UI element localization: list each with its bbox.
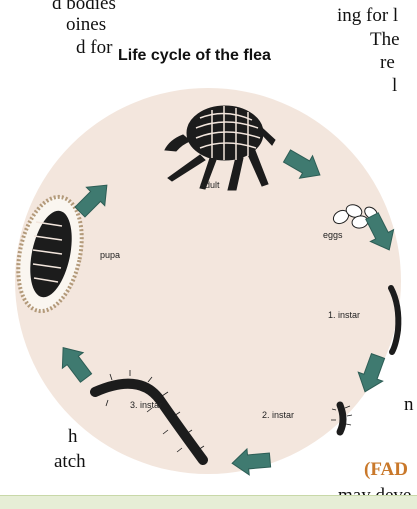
label-eggs: eggs <box>323 230 343 240</box>
label-pupa: pupa <box>100 250 120 260</box>
label-instar-3: 3. instar <box>130 400 162 410</box>
label-instar-1: 1. instar <box>328 310 360 320</box>
diagram-title: Life cycle of the flea <box>118 47 271 64</box>
label-adult: adult <box>200 180 220 190</box>
label-instar-2: 2. instar <box>262 410 294 420</box>
